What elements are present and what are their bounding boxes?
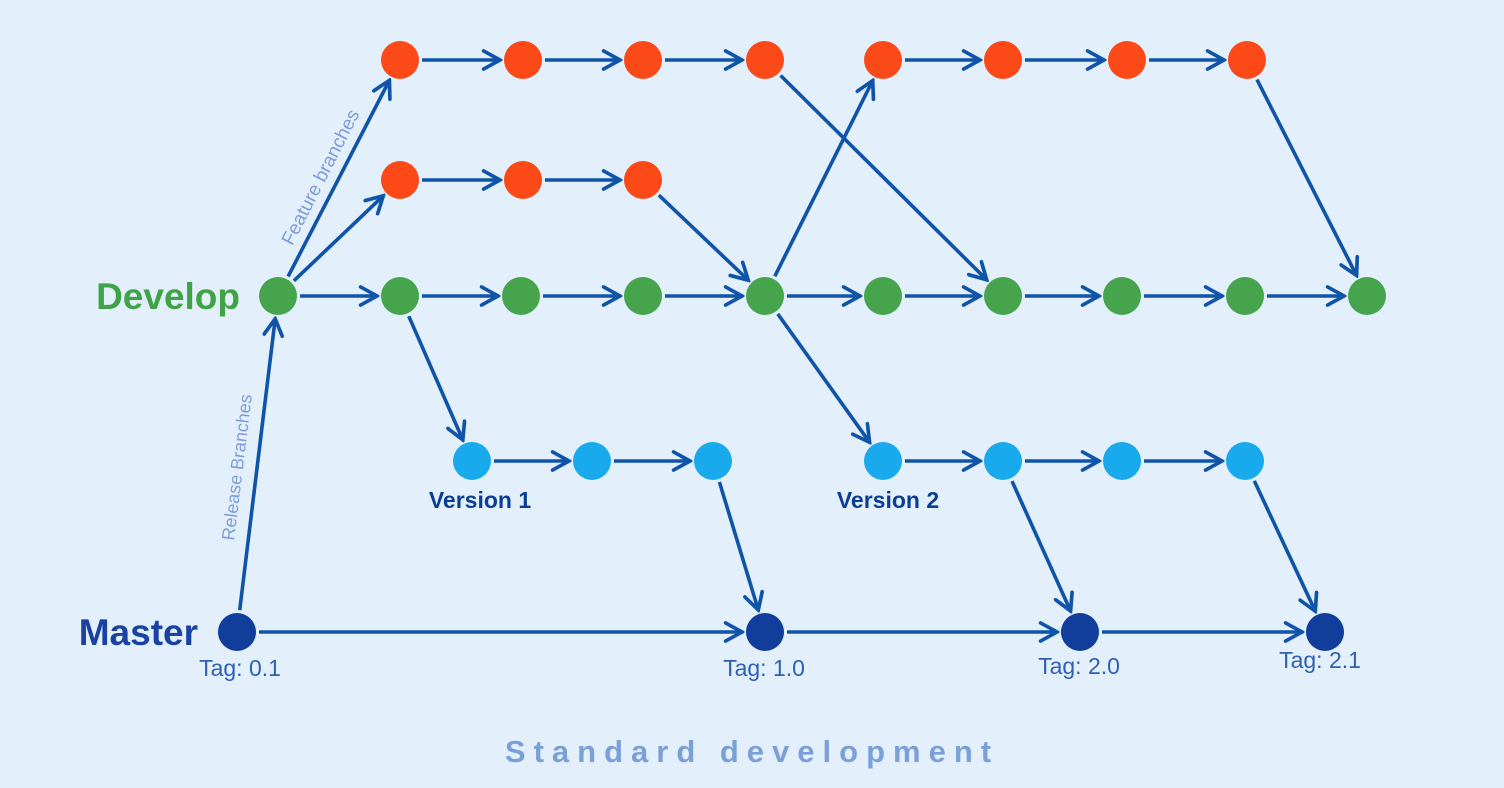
version-1-label: Version 1 [429, 487, 531, 513]
tag-2-0-label: Tag: 2.0 [1038, 653, 1120, 679]
edge-f3-d6 [779, 74, 987, 280]
commit-node-d3 [624, 277, 662, 315]
commit-node-s2 [1103, 442, 1141, 480]
tag-2-1-label: Tag: 2.1 [1279, 647, 1361, 673]
commit-node-g1 [504, 161, 542, 199]
edge-r2-m1 [717, 481, 758, 610]
commit-node-d2 [502, 277, 540, 315]
commit-node-f3 [746, 41, 784, 79]
tag-0-1-label: Tag: 0.1 [199, 655, 281, 681]
edge-s1-m2 [1010, 480, 1071, 611]
commit-node-d5 [864, 277, 902, 315]
diagram-title: Standard development [504, 734, 1000, 769]
commit-node-m2 [1061, 613, 1099, 651]
edge-d0-f0 [286, 80, 389, 278]
commit-node-s3 [1226, 442, 1264, 480]
commit-node-d4 [746, 277, 784, 315]
develop-branch-label: Develop [96, 276, 240, 317]
edge-d1-r0 [407, 315, 463, 440]
edge-g2-d4 [657, 193, 748, 280]
commit-node-f6 [1108, 41, 1146, 79]
commit-node-s0 [864, 442, 902, 480]
edge-m0-d0 [237, 319, 276, 611]
commit-node-d0 [259, 277, 297, 315]
commit-node-f0 [381, 41, 419, 79]
edge-f7-d9 [1255, 78, 1357, 276]
commit-node-g2 [624, 161, 662, 199]
tag-1-0-label: Tag: 1.0 [723, 655, 805, 681]
commit-node-m1 [746, 613, 784, 651]
version-2-label: Version 2 [837, 487, 939, 513]
master-branch-label: Master [79, 612, 198, 653]
commit-node-f2 [624, 41, 662, 79]
commit-node-f1 [504, 41, 542, 79]
edge-d4-s0 [776, 312, 870, 442]
commit-node-f7 [1228, 41, 1266, 79]
commit-node-d7 [1103, 277, 1141, 315]
commit-node-f4 [864, 41, 902, 79]
commit-node-d6 [984, 277, 1022, 315]
commit-node-g0 [381, 161, 419, 199]
commit-node-d1 [381, 277, 419, 315]
commit-node-m3 [1306, 613, 1344, 651]
commit-node-d8 [1226, 277, 1264, 315]
commit-node-r1 [573, 442, 611, 480]
commit-node-m0 [218, 613, 256, 651]
commit-node-r2 [694, 442, 732, 480]
commit-node-d9 [1348, 277, 1386, 315]
edge-d4-f4 [773, 81, 873, 278]
edge-d0-g0 [292, 196, 383, 283]
commit-node-s1 [984, 442, 1022, 480]
commit-node-r0 [453, 442, 491, 480]
edge-s3-m3 [1252, 480, 1315, 611]
commit-node-f5 [984, 41, 1022, 79]
